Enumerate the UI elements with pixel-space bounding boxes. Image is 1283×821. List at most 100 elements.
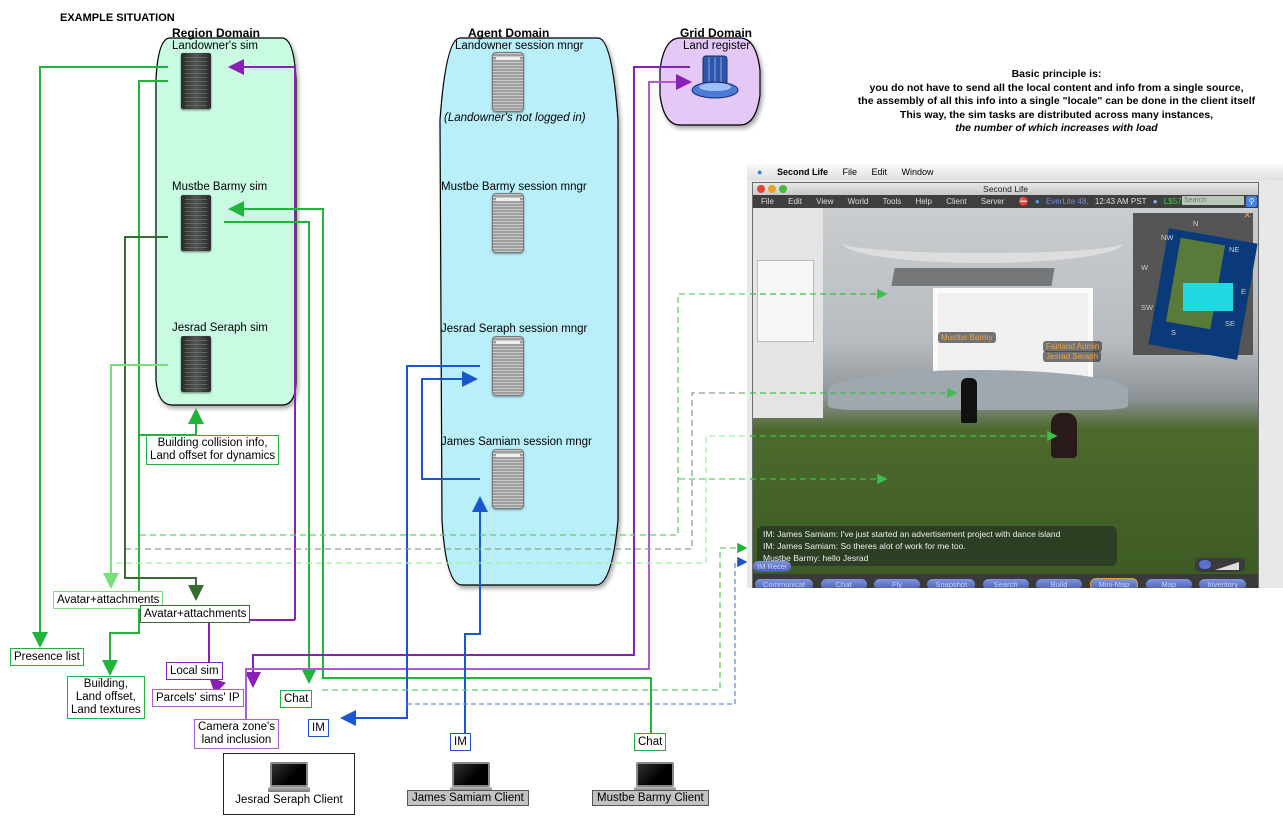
bottom-toolbar: Communicat Chat Fly Snapshot Search Buil… bbox=[753, 574, 1258, 588]
inventory-button[interactable]: Inventory bbox=[1199, 579, 1247, 588]
close-window-button[interactable] bbox=[757, 185, 765, 193]
menu-help[interactable]: Help bbox=[915, 197, 932, 206]
search-button[interactable]: Search bbox=[982, 579, 1029, 588]
client-label: Jesrad Seraph Client bbox=[235, 794, 343, 806]
menu-file[interactable]: File bbox=[761, 197, 774, 206]
building-land-box: Building, Land offset, Land textures bbox=[67, 676, 145, 719]
compass-nw: NW bbox=[1161, 233, 1174, 242]
compass-se: SE bbox=[1225, 319, 1236, 328]
avatar-figure[interactable] bbox=[1051, 413, 1077, 458]
apple-icon[interactable]: ● bbox=[757, 167, 763, 177]
avatar-attachments-box-dark: Avatar+attachments bbox=[140, 605, 251, 623]
principle-line: you do not have to send all the local co… bbox=[869, 81, 1244, 94]
search-input[interactable] bbox=[1182, 196, 1244, 205]
principle-heading: Basic principle is: bbox=[1011, 68, 1102, 80]
compass-w: W bbox=[1141, 263, 1149, 272]
no-fly-icon: ⛔ bbox=[1018, 197, 1029, 206]
flow-presence bbox=[32, 66, 168, 648]
minimize-window-button[interactable] bbox=[768, 185, 776, 193]
balance-text[interactable]: L$57,879 bbox=[1163, 197, 1198, 206]
avatar-nametag: Jesrad Seraph bbox=[1043, 351, 1102, 362]
location-text[interactable]: EverLite 48, bbox=[1045, 197, 1089, 206]
search-icon[interactable]: ⚲ bbox=[1246, 196, 1257, 207]
os-menu-edit[interactable]: Edit bbox=[871, 167, 888, 177]
mac-pro-server-icon bbox=[492, 52, 524, 112]
snapshot-button[interactable]: Snapshot bbox=[927, 579, 976, 588]
chat-button[interactable]: Chat bbox=[820, 579, 867, 588]
mustbe-barmy-session-label: Mustbe Barmy session mngr bbox=[441, 181, 587, 193]
avatar-figure[interactable] bbox=[961, 378, 977, 423]
box-line: Building, bbox=[83, 678, 128, 690]
zoom-window-button[interactable] bbox=[779, 185, 787, 193]
fly-button[interactable]: Fly bbox=[874, 579, 921, 588]
dash-im bbox=[407, 556, 748, 705]
flow-im-james-session bbox=[421, 371, 480, 480]
volume-control[interactable] bbox=[1195, 558, 1245, 572]
communicate-button[interactable]: Communicat bbox=[755, 579, 814, 588]
diagram-title: EXAMPLE SITUATION bbox=[60, 12, 175, 24]
menu-server[interactable]: Server bbox=[980, 197, 1005, 206]
os-menu-window[interactable]: Window bbox=[901, 167, 934, 177]
jesrad-seraph-client: Jesrad Seraph Client bbox=[223, 753, 355, 815]
chat-box-jesrad: Chat bbox=[280, 690, 313, 708]
box-line: Land offset, bbox=[75, 691, 136, 703]
flow-im-jesrad bbox=[340, 365, 480, 726]
james-samiam-client: James Samiam Client bbox=[407, 790, 529, 806]
database-cluster-icon bbox=[691, 55, 739, 99]
second-life-screenshot: ● Second Life File Edit Window Second Li… bbox=[747, 164, 1283, 588]
chat-history: IM: James Samiam: I've just started an a… bbox=[757, 526, 1117, 566]
flow-mustbe-chat-out bbox=[224, 221, 317, 684]
mini-map-panel[interactable]: N NE E SE S SW W NW ✕ bbox=[1133, 210, 1258, 360]
local-sim-box: Local sim bbox=[166, 662, 223, 680]
flow-jesrad-avatar bbox=[103, 364, 168, 589]
building-collision-box: Building collision info, Land offset for… bbox=[146, 435, 280, 465]
balcony-ring bbox=[843, 223, 1123, 263]
avatar-nametag: Mustbe Barmy bbox=[938, 332, 996, 343]
menu-view[interactable]: View bbox=[816, 197, 834, 206]
server-rack-icon bbox=[181, 336, 211, 392]
mustbe-barmy-client: Mustbe Barmy Client bbox=[592, 790, 709, 806]
mini-map-button[interactable]: Mini-Map bbox=[1089, 578, 1139, 588]
jesrad-seraph-sim-label: Jesrad Seraph sim bbox=[172, 322, 268, 334]
menu-client[interactable]: Client bbox=[946, 197, 967, 206]
mac-pro-server-icon bbox=[492, 336, 524, 396]
agent-domain-shape bbox=[439, 37, 619, 586]
window-title: Second Life bbox=[983, 184, 1028, 194]
principle-text: Basic principle is: you do not have to s… bbox=[830, 68, 1283, 136]
speaker-icon[interactable] bbox=[1199, 560, 1211, 569]
compass-e: E bbox=[1241, 287, 1247, 296]
voice-icon: ● bbox=[1034, 197, 1040, 206]
menu-edit[interactable]: Edit bbox=[788, 197, 802, 206]
camera-zone-box: Camera zone's land inclusion bbox=[194, 719, 279, 749]
mac-pro-server-icon bbox=[492, 449, 524, 509]
flow-parcels-to-local bbox=[209, 677, 227, 695]
close-icon[interactable]: ✕ bbox=[1243, 210, 1251, 220]
avatar-attachments-box-light: Avatar+attachments bbox=[53, 591, 164, 609]
minimap-structure bbox=[1183, 283, 1233, 311]
os-menu-file[interactable]: File bbox=[842, 167, 857, 177]
dash-chat bbox=[322, 542, 748, 691]
map-button[interactable]: Map bbox=[1145, 579, 1192, 588]
laptop-icon bbox=[268, 762, 310, 792]
app-menubar: File Edit View World Tools Help Client S… bbox=[753, 195, 1258, 208]
flow-collision bbox=[139, 408, 204, 436]
volume-slider[interactable] bbox=[1215, 562, 1239, 570]
principle-line: This way, the sim tasks are distributed … bbox=[899, 108, 1214, 121]
3d-viewport[interactable]: Mustbe Barmy Fairland Admin Jesrad Serap… bbox=[753, 208, 1258, 588]
compass-n: N bbox=[1193, 219, 1199, 228]
build-button[interactable]: Build bbox=[1036, 579, 1083, 588]
menu-world[interactable]: World bbox=[847, 197, 869, 206]
flow-parcels-ip bbox=[245, 66, 690, 688]
stairs-platform bbox=[828, 370, 1128, 410]
flow-building-land bbox=[102, 80, 168, 676]
poster-board bbox=[757, 260, 814, 342]
im-received-button[interactable]: IM Recei bbox=[753, 561, 791, 572]
compass-s: S bbox=[1171, 328, 1177, 337]
flow-im-james bbox=[464, 496, 488, 735]
region-domain-title: Region Domain bbox=[172, 26, 261, 40]
grid-domain-title: Grid Domain bbox=[680, 26, 753, 40]
menu-tools[interactable]: Tools bbox=[882, 197, 902, 206]
os-menu-app[interactable]: Second Life bbox=[776, 167, 828, 177]
principle-line: the assembly of all this info into a sin… bbox=[857, 95, 1256, 107]
